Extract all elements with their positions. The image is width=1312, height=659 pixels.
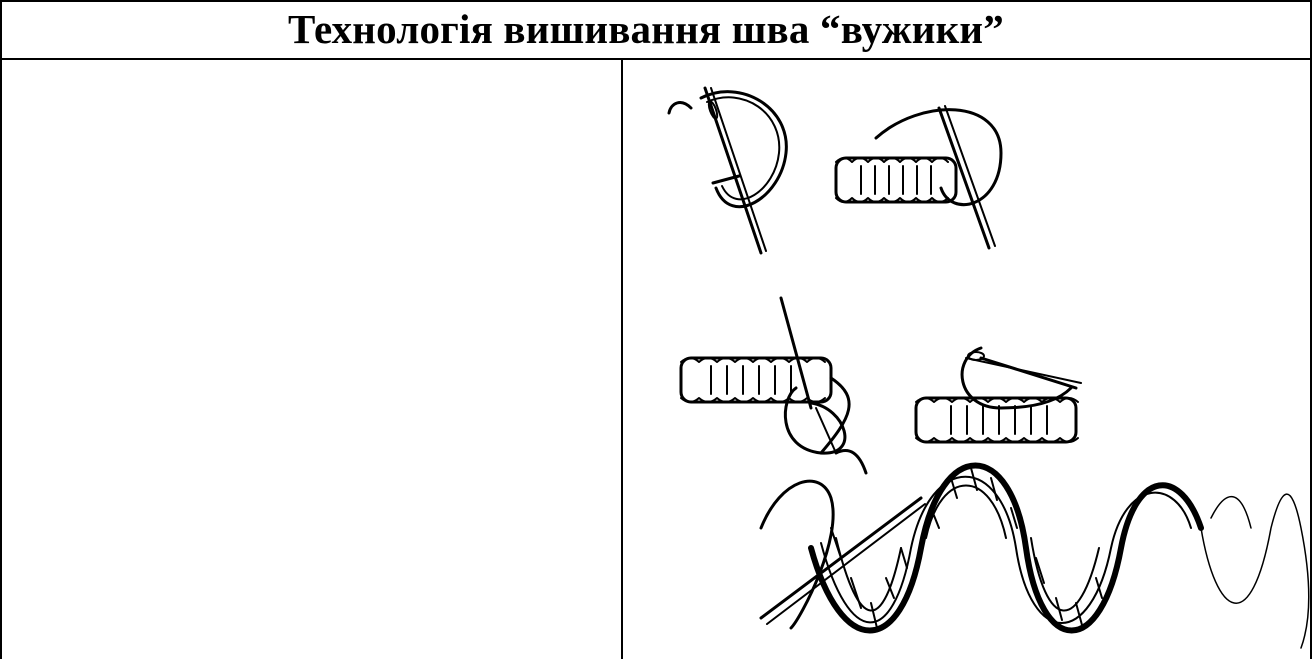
stitch-step-2-drawing	[836, 106, 1001, 248]
text-cell	[0, 58, 623, 659]
title-row: Технологія вишивання шва “вужики”	[0, 0, 1312, 60]
page-title: Технологія вишивання шва “вужики”	[288, 5, 1004, 53]
illustration-cell	[621, 58, 1312, 659]
stitch-step-5-drawing	[761, 466, 1309, 649]
stitch-step-3-drawing	[681, 298, 866, 473]
embroidery-stitch-steps-icon	[621, 58, 1312, 659]
stitch-step-1-drawing	[669, 88, 786, 253]
stitch-step-4-drawing	[916, 348, 1081, 442]
